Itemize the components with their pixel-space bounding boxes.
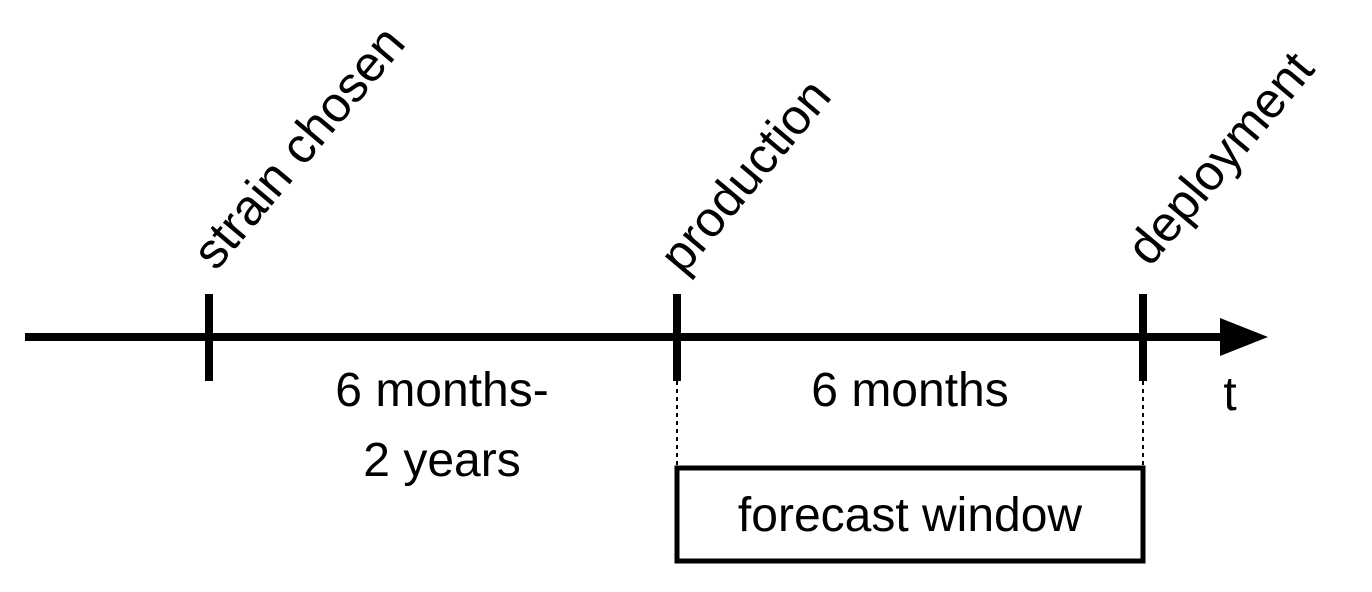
axis-label-t: t	[1223, 368, 1236, 421]
event-label-strain-chosen: strain chosen	[182, 15, 416, 279]
interval-2-line-1: 6 months	[811, 364, 1008, 417]
interval-1-line-2: 2 years	[363, 434, 520, 487]
time-axis-arrowhead	[1220, 318, 1268, 356]
event-label-production: production	[649, 68, 842, 283]
forecast-window-label: forecast window	[738, 489, 1082, 542]
forecast-window-box	[674, 465, 1146, 564]
event-label-deployment: deployment	[1116, 41, 1325, 275]
interval-1-line-1: 6 months-	[335, 364, 548, 417]
